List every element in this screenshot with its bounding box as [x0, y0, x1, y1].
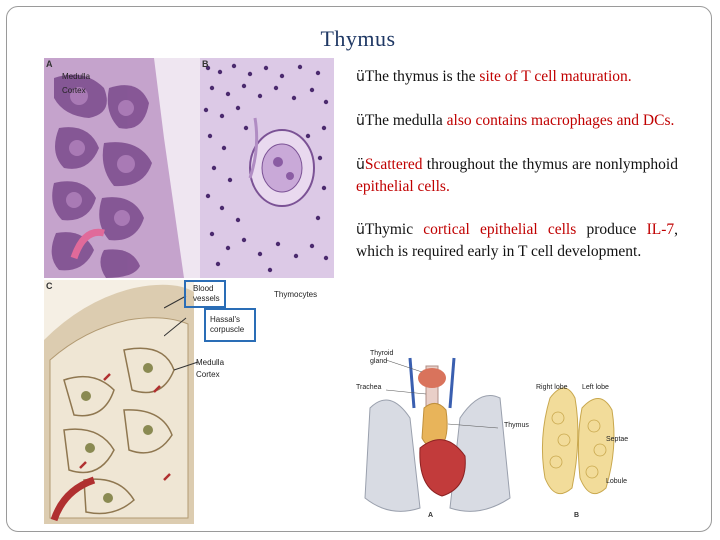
medulla-c-label: Medulla [196, 358, 225, 367]
check-bullet-icon: ü [356, 113, 365, 129]
trachea-label: Trachea [356, 384, 382, 391]
check-bullet-icon: ü [356, 222, 365, 238]
thyroid-label-line1: Thyroid [370, 350, 394, 357]
anatomy-image [364, 357, 615, 512]
hassals-label-line1: Hassal's [210, 315, 240, 324]
body-text: Thymic [364, 221, 424, 238]
left-lobe-label: Left lobe [582, 384, 609, 391]
thymus-anatomy-figure: Thyroid gland Trachea Thymus Right lobe … [350, 338, 630, 524]
panel-a-letter: A [46, 59, 53, 69]
slide-title: Thymus [320, 26, 396, 51]
panel-c-letter: C [46, 281, 53, 291]
histology-panel-b: B [200, 58, 334, 278]
highlight-text: epithelial cells. [356, 178, 450, 195]
body-text: , which is required early in T cell deve… [356, 221, 678, 260]
cortex-c-label: Cortex [196, 370, 220, 379]
septae-label: Septae [606, 436, 629, 443]
highlight-text: Scattered [364, 156, 423, 173]
blood-vessels-box [184, 280, 226, 308]
thymus-histology-figure: A Medulla Cortex [44, 58, 336, 524]
bullet-item: üScattered throughout the thymus are non… [356, 154, 678, 197]
bullet-item: üThe medulla also contains macrophages a… [356, 110, 678, 132]
leader-lines [164, 295, 199, 371]
panel-c-image [44, 280, 194, 524]
bullet-list: üThe thymus is the site of T cell matura… [356, 66, 678, 284]
panel-b-image [200, 58, 334, 278]
medulla-label: Medulla [62, 72, 91, 81]
blood-vessels-label-line1: Blood [193, 284, 214, 293]
anatomy-letter-a: A [428, 512, 434, 519]
hassals-label-line2: corpuscle [210, 325, 245, 334]
check-bullet-icon: ü [356, 69, 365, 85]
lobule-label: Lobule [606, 478, 628, 485]
histology-panel-c: C [44, 280, 194, 524]
panel-a-image [44, 58, 200, 278]
thyroid-label-line2: gland [370, 358, 388, 365]
highlight-text: IL-7 [646, 221, 675, 238]
body-text: The medulla [364, 112, 447, 129]
cortex-label: Cortex [62, 86, 86, 95]
hassals-corpuscle-box [204, 308, 256, 342]
bullet-item: üThymic cortical epithelial cells produc… [356, 219, 678, 262]
bullet-item: üThe thymus is the site of T cell matura… [356, 66, 678, 88]
histology-panel-a: A Medulla Cortex [44, 58, 200, 278]
check-bullet-icon: ü [356, 157, 365, 173]
thymocytes-label: Thymocytes [274, 290, 318, 299]
panel-b-letter: B [202, 59, 209, 69]
body-text: produce [576, 221, 647, 238]
right-lobe-label: Right lobe [536, 384, 568, 391]
slide-frame [6, 6, 712, 532]
blood-vessels-label-line2: vessels [193, 294, 220, 303]
highlight-text: cortical epithelial cells [423, 221, 577, 238]
highlight-text: site of T cell maturation. [479, 68, 632, 85]
thymus-label: Thymus [504, 422, 529, 429]
anatomy-letter-b: B [574, 512, 580, 519]
body-text: The thymus is the [364, 68, 480, 85]
body-text: throughout the thymus are nonlymphoid [422, 156, 678, 173]
highlight-text: also contains macrophages and DCs. [446, 112, 675, 129]
